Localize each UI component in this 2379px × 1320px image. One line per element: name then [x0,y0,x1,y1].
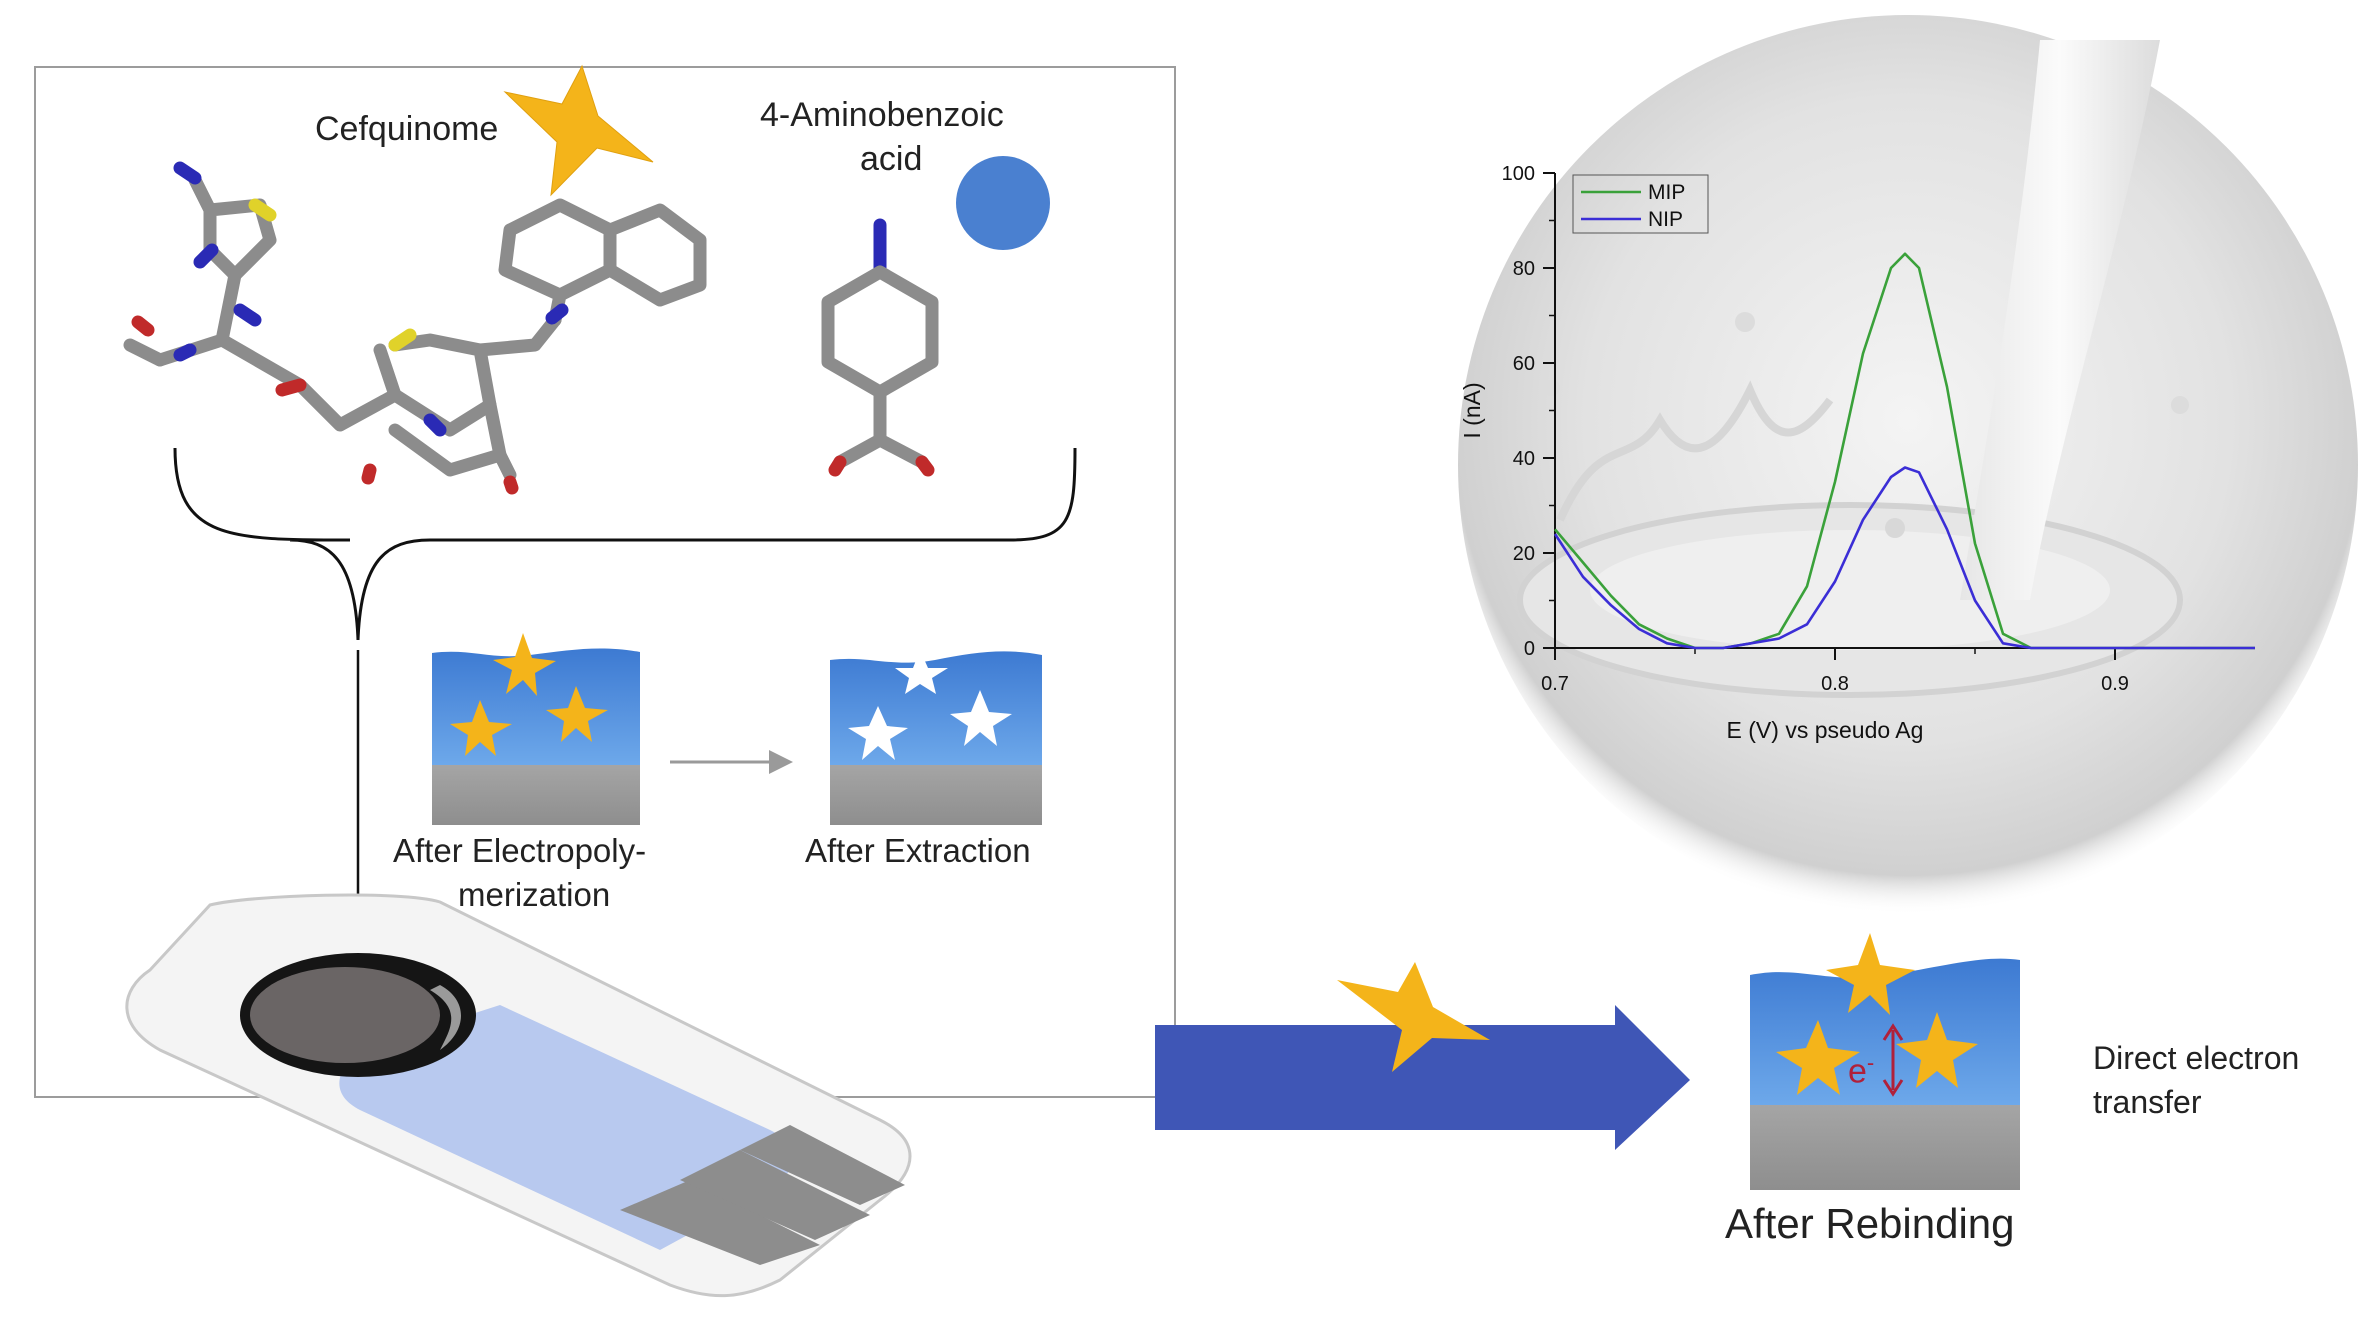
y-tick-label: 40 [1513,448,1535,470]
rebinding-label: After Rebinding [1725,1200,2015,1247]
extraction-tile [830,650,1042,825]
bound-template-star-icon [450,700,512,756]
template-star-icon [503,64,654,197]
screen-printed-electrode [125,893,912,1298]
monomer-label-line1: 4-Aminobenzoic [760,96,1004,134]
x-tick-label: 0.8 [1821,673,1849,695]
voltammogram-chart: 0 20 40 60 80 100 0.7 0.8 0.9 E (V) vs pseudo Ag I… [1459,163,2255,743]
template-label: Cefquinome [315,110,499,148]
monomer-label-line2: acid [860,140,923,178]
grouping-brace [173,447,1077,641]
legend-box [1572,174,1709,234]
electropolymerization-tile [432,633,640,825]
cefquinome-structure [123,161,707,495]
rebound-template-star-icon [1826,933,1915,1015]
rebinding-arrow [1155,1005,1690,1150]
electron-symbol: e- [1848,1050,1874,1091]
series-line-nip [1553,466,2255,650]
direct-transfer-label-line1: Direct electron [2093,1040,2300,1076]
empty-cavity-icon [848,706,908,760]
bound-template-star-icon [493,633,556,696]
electropolymerization-label-line2: merization [458,876,611,913]
analyte-star-icon [1337,962,1490,1072]
electron-charge: - [1866,1050,1875,1075]
empty-cavity-icon [895,650,948,694]
direct-transfer-label-line2: transfer [2093,1084,2202,1120]
x-axis-label: E (V) vs pseudo Ag [1727,717,1924,743]
y-tick-label: 20 [1513,543,1535,565]
x-tick-label: 0.9 [2101,673,2129,695]
extraction-label: After Extraction [805,832,1031,869]
monomer-dot-icon [956,156,1050,250]
electron-letter: e [1848,1052,1867,1091]
y-tick-label: 0 [1524,638,1535,660]
x-tick-label: 0.7 [1541,673,1569,695]
empty-cavity-icon [950,690,1012,746]
rebound-template-star-icon [1776,1020,1860,1095]
y-tick-label: 100 [1502,163,1535,185]
electropolymerization-label-line1: After Electropoly- [393,832,647,869]
legend-label-mip: MIP [1648,181,1685,204]
aminobenzoic-acid-structure [821,218,939,477]
bound-template-star-icon [546,686,608,742]
y-tick-label: 80 [1513,258,1535,280]
milk-splash-image [1458,15,2358,915]
rebinding-tile [1750,933,2020,1190]
legend-label-nip: NIP [1648,208,1683,231]
y-tick-label: 60 [1513,353,1535,375]
rebound-template-star-icon [1896,1012,1978,1088]
y-axis-label: I (nA) [1459,382,1485,438]
